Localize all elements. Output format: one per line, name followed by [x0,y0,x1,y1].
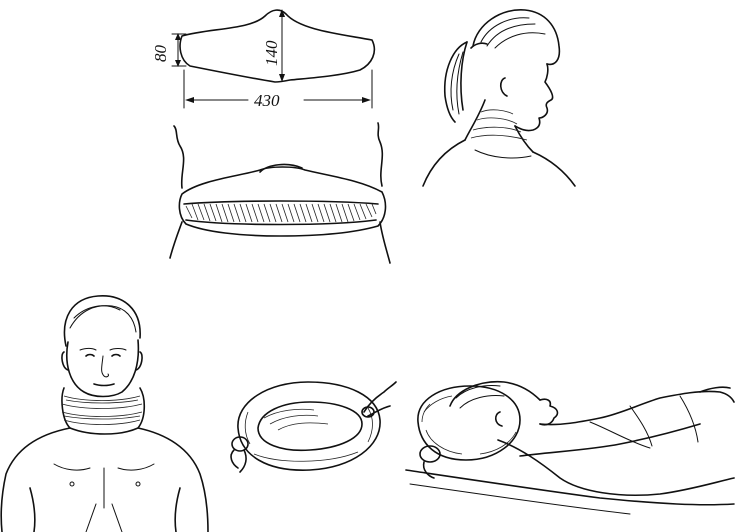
dimension-140-label: 140 [262,40,281,66]
woman-profile-figure [415,0,590,196]
dimension-80-label: 80 [151,45,170,63]
woman-profile-svg [415,0,590,196]
lying-patient-figure [400,352,736,532]
collar-side-svg [160,118,400,270]
collar-pattern-figure: 80 140 430 [140,0,400,125]
collar-ring-svg [218,372,398,484]
man-front-figure [0,288,215,532]
collar-ring-figure [218,372,398,484]
man-front-svg [0,288,215,532]
dimension-430-label: 430 [254,91,280,110]
lying-patient-svg [400,352,736,532]
collar-pattern-svg: 80 140 430 [140,0,400,125]
collar-side-figure [160,118,400,270]
